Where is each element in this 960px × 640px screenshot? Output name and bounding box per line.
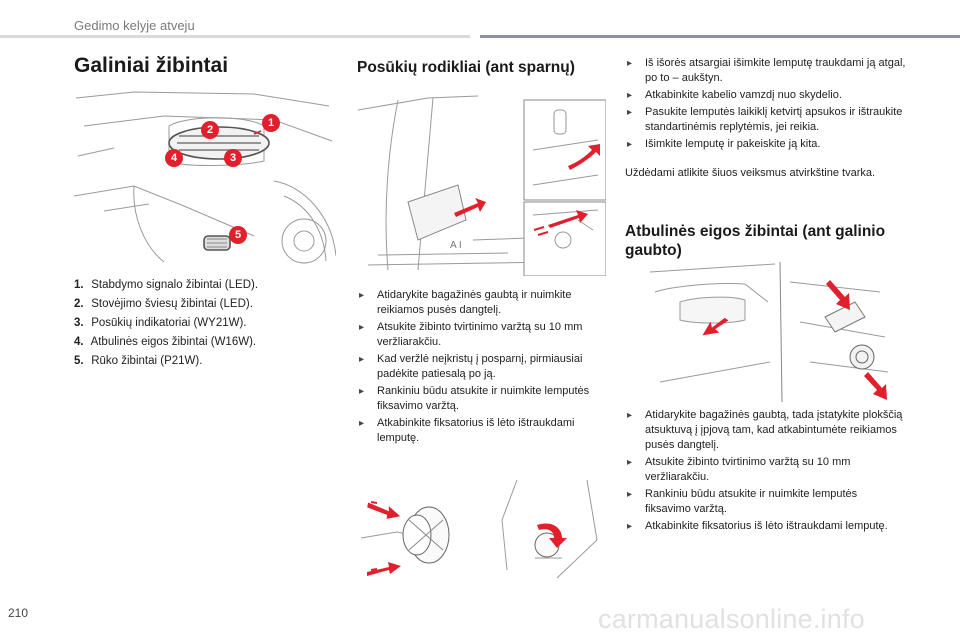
fig-text: A I xyxy=(450,240,462,251)
watermark: carmanualsonline.info xyxy=(598,604,865,634)
list-item: 4. Atbulinės eigos žibintai (W16W). xyxy=(74,336,257,348)
list-item: Iš išorės atsargiai išimkite lemputę tra… xyxy=(625,56,915,86)
bulb-list: 1. Stabdymo signalo žibintai (LED). 2. S… xyxy=(74,276,334,371)
reversing-light-figure xyxy=(650,262,888,402)
chapter-title: Gedimo kelyje atveju xyxy=(74,18,195,33)
callout-2: 2 xyxy=(201,121,219,139)
callout-4: 4 xyxy=(165,149,183,167)
side-indicator-figure: A I xyxy=(358,90,606,276)
callout-5: 5 xyxy=(229,226,247,244)
list-item: Atidarykite bagažinės gaubtą, tada įstat… xyxy=(625,408,905,453)
bulb-removal-figure xyxy=(357,480,607,580)
reassembly-note: Uždėdami atlikite šiuos veiksmus atvirkš… xyxy=(625,167,876,179)
list-item: Atsukite žibinto tvirtinimo varžtą su 10… xyxy=(357,320,607,350)
side-indicator-steps-continued: Iš išorės atsargiai išimkite lemputę tra… xyxy=(625,56,915,154)
list-item: Rankiniu būdu atsukite ir nuimkite lempu… xyxy=(625,487,905,517)
callout-3: 3 xyxy=(224,149,242,167)
section-title-reversing-lights: Atbulinės eigos žibintai (ant galinio ga… xyxy=(625,223,886,259)
list-item: Atkabinkite fiksatorius iš lėto ištraukd… xyxy=(625,519,905,534)
list-item: Atkabinkite fiksatorius iš lėto ištraukd… xyxy=(357,416,607,446)
list-item: 3. Posūkių indikatoriai (WY21W). xyxy=(74,317,247,329)
list-item: 2. Stovėjimo šviesų žibintai (LED). xyxy=(74,298,253,310)
rear-lights-figure: 1 2 3 4 5 xyxy=(74,86,336,264)
list-item: 1. Stabdymo signalo žibintai (LED). xyxy=(74,279,259,291)
list-item: Išimkite lemputę ir pakeiskite ją kita. xyxy=(625,137,915,152)
list-item: Kad veržlė neįkristų į posparnį, pirmiau… xyxy=(357,352,607,382)
header-rule-left xyxy=(0,35,470,38)
side-indicator-steps: Atidarykite bagažinės gaubtą ir nuimkite… xyxy=(357,288,607,448)
list-item: Atsukite žibinto tvirtinimo varžtą su 10… xyxy=(625,455,905,485)
list-item: Pasukite lemputės laikiklį ketvirtį apsu… xyxy=(625,105,915,135)
list-item: 5. Rūko žibintai (P21W). xyxy=(74,355,203,367)
list-item: Atkabinkite kabelio vamzdį nuo skydelio. xyxy=(625,88,915,103)
header-rule-right xyxy=(480,35,960,38)
section-title-side-indicators: Posūkių rodikliai (ant sparnų) xyxy=(357,59,575,76)
list-item: Atidarykite bagažinės gaubtą ir nuimkite… xyxy=(357,288,607,318)
list-item: Rankiniu būdu atsukite ir nuimkite lempu… xyxy=(357,384,607,414)
callout-1: 1 xyxy=(262,114,280,132)
page-number: 210 xyxy=(8,606,29,620)
section-title-rear-lights: Galiniai žibintai xyxy=(74,54,229,77)
reversing-light-steps: Atidarykite bagažinės gaubtą, tada įstat… xyxy=(625,408,905,536)
